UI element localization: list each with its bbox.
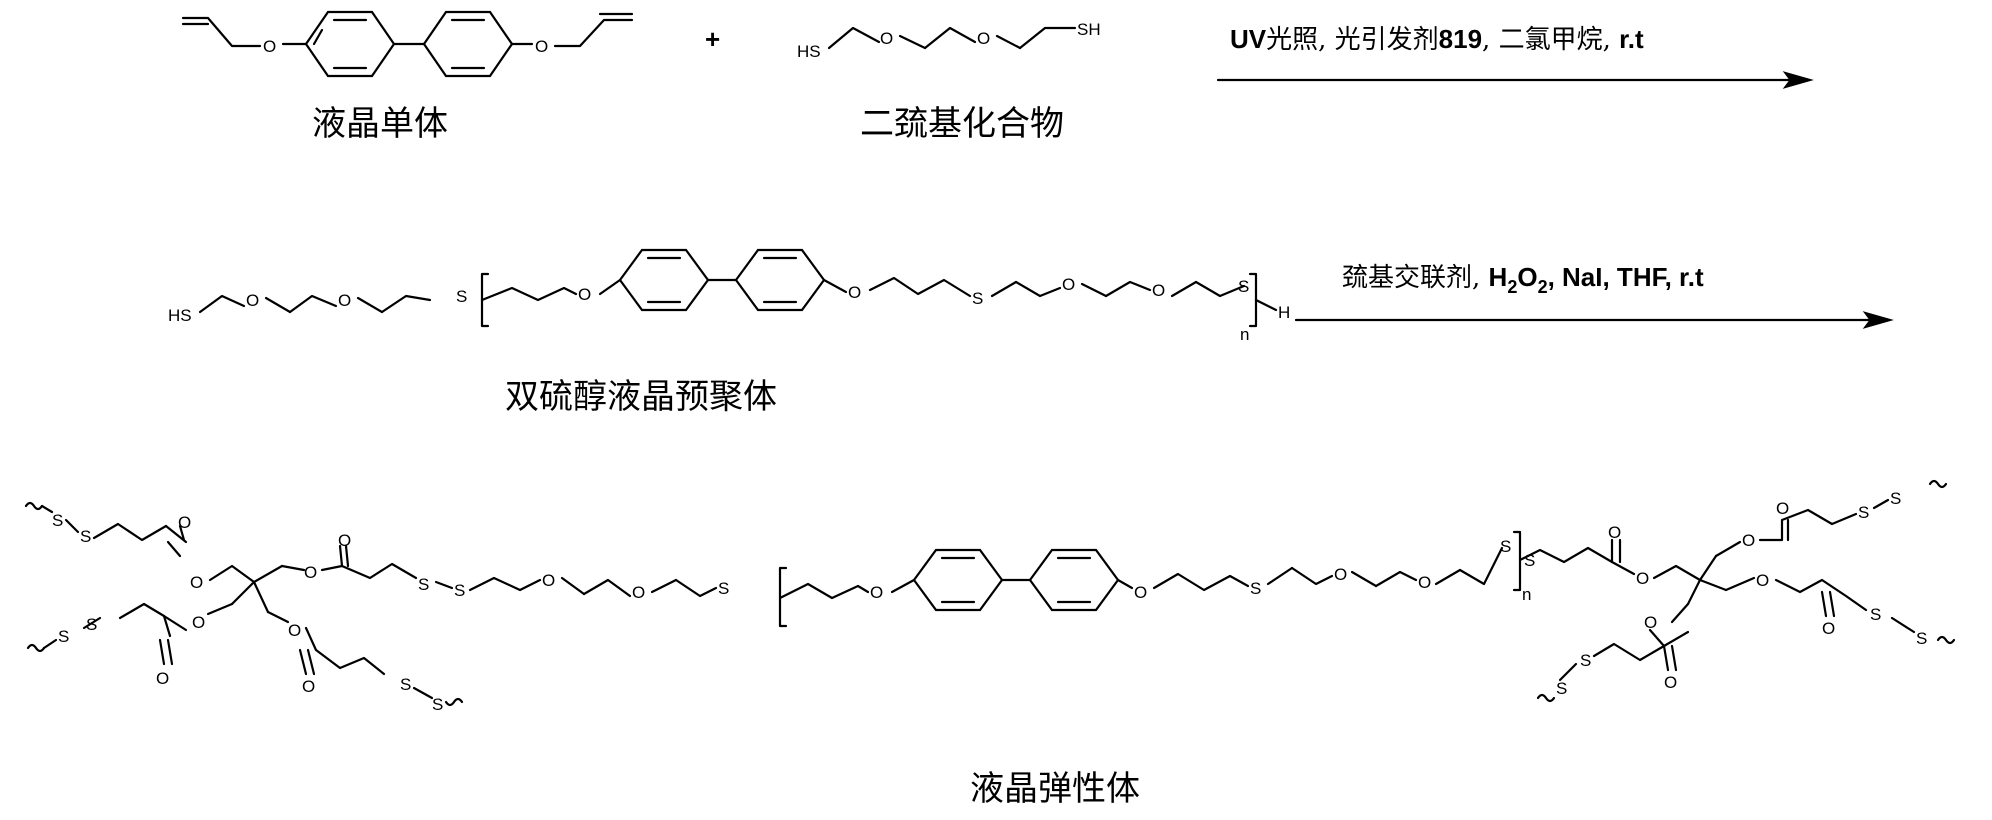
el-s-left6: S [432, 695, 443, 714]
el-s-mid3: S [1250, 579, 1261, 598]
dithiol-label: 二巯基化合物 [860, 104, 1064, 144]
prepolymer-structure: HS O O S O O S O O S n H [168, 248, 1290, 344]
el-s-chain2: S [454, 581, 465, 600]
el-o-chain2: O [632, 583, 645, 602]
el-o-left2: O [190, 573, 203, 592]
el-s-mid4: S [1500, 537, 1511, 556]
monomer-label: 液晶单体 [312, 104, 448, 144]
dithiol-o2: O [977, 29, 990, 48]
el-s-chain1: S [418, 575, 429, 594]
step1-solvent: , 二氯甲烷, [1482, 25, 1619, 55]
prepoly-o4: O [848, 283, 861, 302]
el-s-left4: S [86, 615, 97, 634]
step2-h2o2-sub1: 2 [1507, 277, 1517, 297]
prepoly-o5: O [1062, 275, 1075, 294]
el-s-right3: S [1870, 605, 1881, 624]
el-s-chain3: S [718, 579, 729, 598]
el-o-left1: O [178, 513, 191, 532]
step1-conditions: UV光照, 光引发剂819, 二氯甲烷, r.t [1230, 24, 1644, 55]
reaction-arrow-1 [1216, 71, 1814, 89]
el-s-right2: S [1890, 489, 1901, 508]
el-o-mid1: O [870, 583, 883, 602]
el-o-right7: O [1644, 613, 1657, 632]
prepoly-o6: O [1152, 281, 1165, 300]
el-o-left7: O [288, 621, 301, 640]
step1-uv: UV [1230, 24, 1267, 54]
step2-h2o2-h: H [1489, 262, 1508, 292]
el-o-mid3: O [1334, 565, 1347, 584]
step2-rest: , NaI, THF, r.t [1548, 262, 1704, 292]
el-o-mid4: O [1418, 573, 1431, 592]
monomer-structure: O O [181, 10, 634, 78]
prepoly-n: n [1240, 325, 1249, 344]
elastomer-label: 液晶弹性体 [970, 769, 1140, 809]
el-o-right2: O [1636, 569, 1649, 588]
prepoly-h: H [1278, 303, 1290, 322]
el-o-left8: O [302, 677, 315, 696]
el-o-left4: O [338, 531, 351, 550]
el-o-left5: O [192, 613, 205, 632]
el-o-right4: O [1776, 499, 1789, 518]
el-s-right4: S [1916, 629, 1927, 648]
dithiol-structure: HS O O SH [797, 20, 1101, 61]
prepoly-hs: HS [168, 306, 192, 325]
el-o-chain1: O [542, 571, 555, 590]
step2-h2o2-o: O [1517, 262, 1537, 292]
prepoly-o1: O [246, 291, 259, 310]
monomer-o-right: O [535, 37, 548, 56]
prepoly-s2: S [972, 289, 983, 308]
dithiol-sh: SH [1077, 20, 1101, 39]
el-o-left3: O [304, 563, 317, 582]
el-s-right0: S [1524, 551, 1535, 570]
reaction-arrow-2 [1294, 311, 1894, 329]
dithiol-o1: O [880, 29, 893, 48]
step1-rt: r.t [1619, 24, 1644, 54]
el-s-right5: S [1580, 651, 1591, 670]
prepolymer-label: 双硫醇液晶预聚体 [505, 377, 777, 417]
el-o-right6: O [1822, 619, 1835, 638]
elastomer-structure: S S O O O O S S O O S S S O O O O S S O … [24, 479, 1956, 714]
el-o-right1: O [1608, 523, 1621, 542]
prepoly-s1: S [456, 287, 467, 306]
el-s-right1: S [1858, 503, 1869, 522]
el-s-left3: S [58, 627, 69, 646]
el-s-right6: S [1556, 679, 1567, 698]
el-o-right3: O [1742, 531, 1755, 550]
el-s-left5: S [400, 675, 411, 694]
el-o-right5: O [1756, 571, 1769, 590]
el-o-right8: O [1664, 673, 1677, 692]
step1-819: 819 [1439, 24, 1482, 54]
step1-text: 光照, 光引发剂 [1266, 25, 1439, 55]
step2-h2o2-sub2: 2 [1538, 277, 1548, 297]
dithiol-hs: HS [797, 42, 821, 61]
prepoly-o2: O [338, 291, 351, 310]
prepoly-s3: S [1238, 277, 1249, 296]
step2-conditions: 巯基交联剂, H2O2, NaI, THF, r.t [1342, 262, 1704, 297]
el-o-left6: O [156, 669, 169, 688]
el-s-left2: S [80, 527, 91, 546]
plus-sign: + [705, 24, 720, 54]
step2-text: 巯基交联剂, [1342, 263, 1489, 293]
el-o-mid2: O [1134, 583, 1147, 602]
monomer-o-left: O [263, 37, 276, 56]
el-s-left1: S [52, 511, 63, 530]
prepoly-o3: O [578, 285, 591, 304]
el-n: n [1522, 585, 1531, 604]
